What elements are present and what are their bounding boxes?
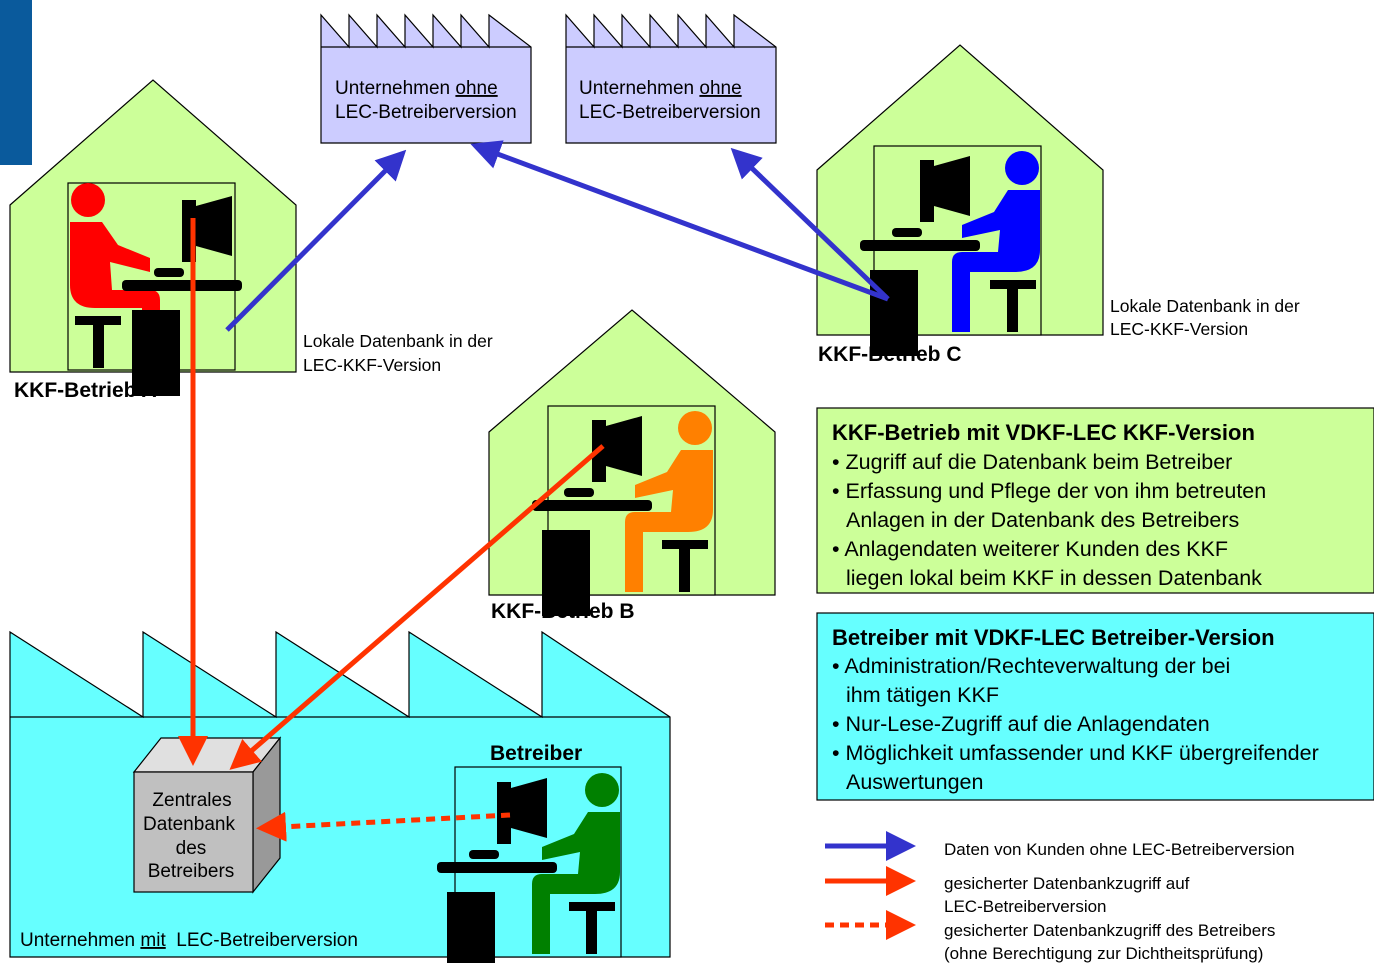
operator-label: Betreiber [490, 742, 582, 765]
factory-2-line2: LEC-Betreiberversion [579, 102, 761, 123]
person-operator-icon [532, 773, 620, 954]
arrow-a-to-factory1 [225, 149, 407, 332]
house-kkf-c [816, 44, 1104, 356]
house-c-label: KKF-Betrieb C [818, 343, 962, 366]
operator-company-post: LEC-Betreiberversion [166, 930, 358, 951]
factory-2-line1-u: ohne [699, 78, 741, 99]
info-betreiber-line-4: • Möglichkeit umfassender und KKF übergr… [832, 741, 1319, 765]
accent-bar [0, 0, 32, 165]
factory-1-line1-u: ohne [455, 78, 497, 99]
info-kkf-line-3: Anlagen in der Datenbank des Betreibers [846, 508, 1239, 532]
central-database-box: Zentrales Datenbank des Betreibers [132, 736, 282, 894]
house-kkf-a [9, 79, 297, 396]
operator-company-pre: Unternehmen [20, 930, 140, 951]
info-kkf-line-5: liegen lokal beim KKF in dessen Datenban… [846, 566, 1262, 590]
info-betreiber-title: Betreiber mit VDKF-LEC Betreiber-Version [832, 625, 1275, 650]
factory-1-line1-pre: Unternehmen [335, 78, 455, 99]
info-box-betreiber: Betreiber mit VDKF-LEC Betreiber-Version… [816, 612, 1374, 801]
arrow-c-to-factory1 [470, 140, 889, 302]
house-c-note-2: LEC-KKF-Version [1110, 319, 1248, 339]
legend: Daten von Kunden ohne LEC-Betreiberversi… [825, 831, 1295, 963]
svg-text:Unternehmen ohne: Unternehmen ohne [335, 78, 498, 99]
legend-blue-text: Daten von Kunden ohne LEC-Betreiberversi… [944, 840, 1295, 859]
info-kkf-line-2: • Erfassung und Pflege der von ihm betre… [832, 479, 1266, 503]
legend-red-text-1: gesicherter Datenbankzugriff auf [944, 874, 1190, 893]
arrow-operator-to-db [256, 811, 511, 842]
info-kkf-line-4: • Anlagendaten weiterer Kunden des KKF [832, 537, 1228, 561]
factory-2-line1-pre: Unternehmen [579, 78, 699, 99]
info-betreiber-line-3: • Nur-Lese-Zugriff auf die Anlagendaten [832, 712, 1210, 736]
operator-workstation [437, 766, 622, 963]
house-a-note-1: Lokale Datenbank in der [303, 331, 493, 351]
person-a-icon [70, 183, 160, 368]
legend-dotted-text-2: (ohne Berechtigung zur Dichtheitsprüfung… [944, 944, 1263, 963]
operator-company-u: mit [140, 930, 166, 951]
info-kkf-line-1: • Zugriff auf die Datenbank beim Betreib… [832, 450, 1232, 474]
svg-text:Unternehmen ohne: Unternehmen ohne [579, 78, 742, 99]
factory-without-2: Unternehmen ohne LEC-Betreiberversion [565, 13, 777, 144]
db-line-2: Datenbank [143, 814, 235, 835]
info-box-kkf: KKF-Betrieb mit VDKF-LEC KKF-Version • Z… [816, 407, 1374, 594]
info-betreiber-line-2: ihm tätigen KKF [846, 683, 999, 707]
info-kkf-title: KKF-Betrieb mit VDKF-LEC KKF-Version [832, 420, 1255, 445]
house-a-note-2: LEC-KKF-Version [303, 355, 441, 375]
db-line-1: Zentrales [152, 790, 231, 811]
svg-text:Unternehmen mit LEC-Betreiber: Unternehmen mit LEC-Betreiberversion [20, 930, 358, 951]
person-b-icon [625, 411, 713, 592]
factory-without-1: Unternehmen ohne LEC-Betreiberversion [320, 13, 532, 144]
legend-dotted-text-1: gesicherter Datenbankzugriff des Betreib… [944, 921, 1275, 940]
info-betreiber-line-1: • Administration/Rechteverwaltung der be… [832, 654, 1230, 678]
legend-red-text-2: LEC-Betreiberversion [944, 897, 1107, 916]
house-kkf-b [488, 309, 776, 616]
factory-1-line2: LEC-Betreiberversion [335, 102, 517, 123]
house-c-note-1: Lokale Datenbank in der [1110, 296, 1300, 316]
arrow-c-to-factory2 [730, 147, 890, 301]
db-line-3: des [176, 838, 207, 859]
house-a-label: KKF-Betrieb A [14, 379, 157, 402]
arrow-b-to-db [229, 444, 605, 770]
person-c-icon [952, 151, 1040, 332]
db-line-4: Betreibers [148, 861, 235, 882]
house-b-label: KKF-Betrieb B [491, 600, 635, 623]
info-betreiber-line-5: Auswertungen [846, 770, 983, 794]
